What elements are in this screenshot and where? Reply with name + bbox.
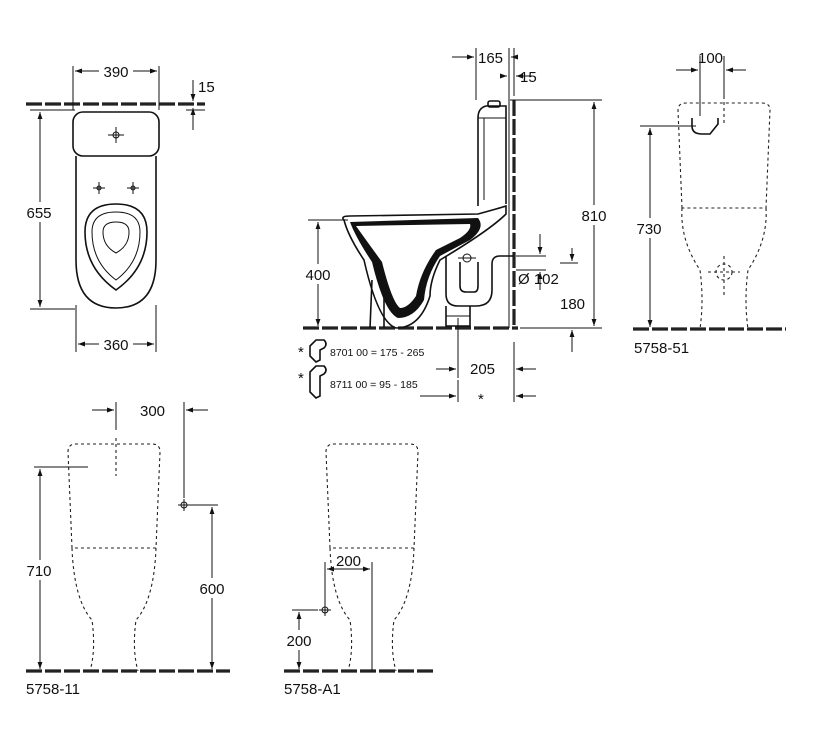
dim-width-top: 390 — [103, 64, 128, 81]
view-5758-11: 300 710 600 5758-11 — [22, 402, 230, 698]
outlet-pipe — [445, 255, 514, 307]
model-code: 5758-A1 — [284, 681, 341, 698]
connector-item: * 8711 00 = 95 - 185 — [298, 365, 418, 399]
star-note: * — [478, 391, 484, 408]
dim-width-bottom: 360 — [103, 337, 128, 354]
top-view: 390 15 655 360 — [22, 61, 215, 354]
dim-offset: 15 — [198, 79, 215, 96]
dim-tank-depth: 165 — [478, 50, 503, 67]
connector-star: * — [298, 370, 304, 387]
connector-text: 8711 00 = 95 - 185 — [330, 379, 418, 391]
connector-star: * — [298, 344, 304, 361]
dim-wall-gap: 15 — [520, 69, 537, 86]
dim-outlet-distance: 205 — [470, 361, 495, 378]
connector-item: * 8701 00 = 175 - 265 — [298, 339, 424, 363]
connector-icon — [309, 365, 327, 399]
dim-label: 710 — [26, 563, 51, 580]
bowl-side — [342, 204, 507, 329]
dim-label: 600 — [199, 581, 224, 598]
dim-label: 200 — [286, 633, 311, 650]
model-code: 5758-51 — [634, 340, 689, 357]
side-view: 165 15 810 400 Ø 102 180 205 — [298, 48, 610, 408]
dim-total-height: 810 — [581, 208, 606, 225]
connector-icon — [309, 339, 327, 363]
dim-label: 100 — [698, 50, 723, 67]
dim-outlet-diameter: Ø 102 — [518, 271, 559, 288]
tank-outline — [67, 443, 161, 549]
model-code: 5758-11 — [26, 681, 80, 698]
inlet-connector-icon — [691, 118, 719, 135]
connector-list: * 8701 00 = 175 - 265 * 8711 00 = 95 - 1… — [298, 339, 424, 399]
dim-length: 655 — [26, 205, 51, 222]
view-5758-A1: 200 200 5758-A1 — [282, 443, 436, 698]
tank-side — [477, 105, 507, 206]
view-5758-51: 100 730 5758-51 — [632, 50, 786, 357]
dim-seat-height: 400 — [305, 267, 330, 284]
dim-label: 200 — [336, 553, 361, 570]
dim-outlet-height: 180 — [560, 296, 585, 313]
bowl-outline — [75, 156, 157, 309]
connector-text: 8701 00 = 175 - 265 — [330, 347, 424, 359]
dim-label: 730 — [636, 221, 661, 238]
dim-label: 300 — [140, 403, 165, 420]
tank-top — [72, 111, 160, 157]
tank-outline — [325, 443, 419, 549]
